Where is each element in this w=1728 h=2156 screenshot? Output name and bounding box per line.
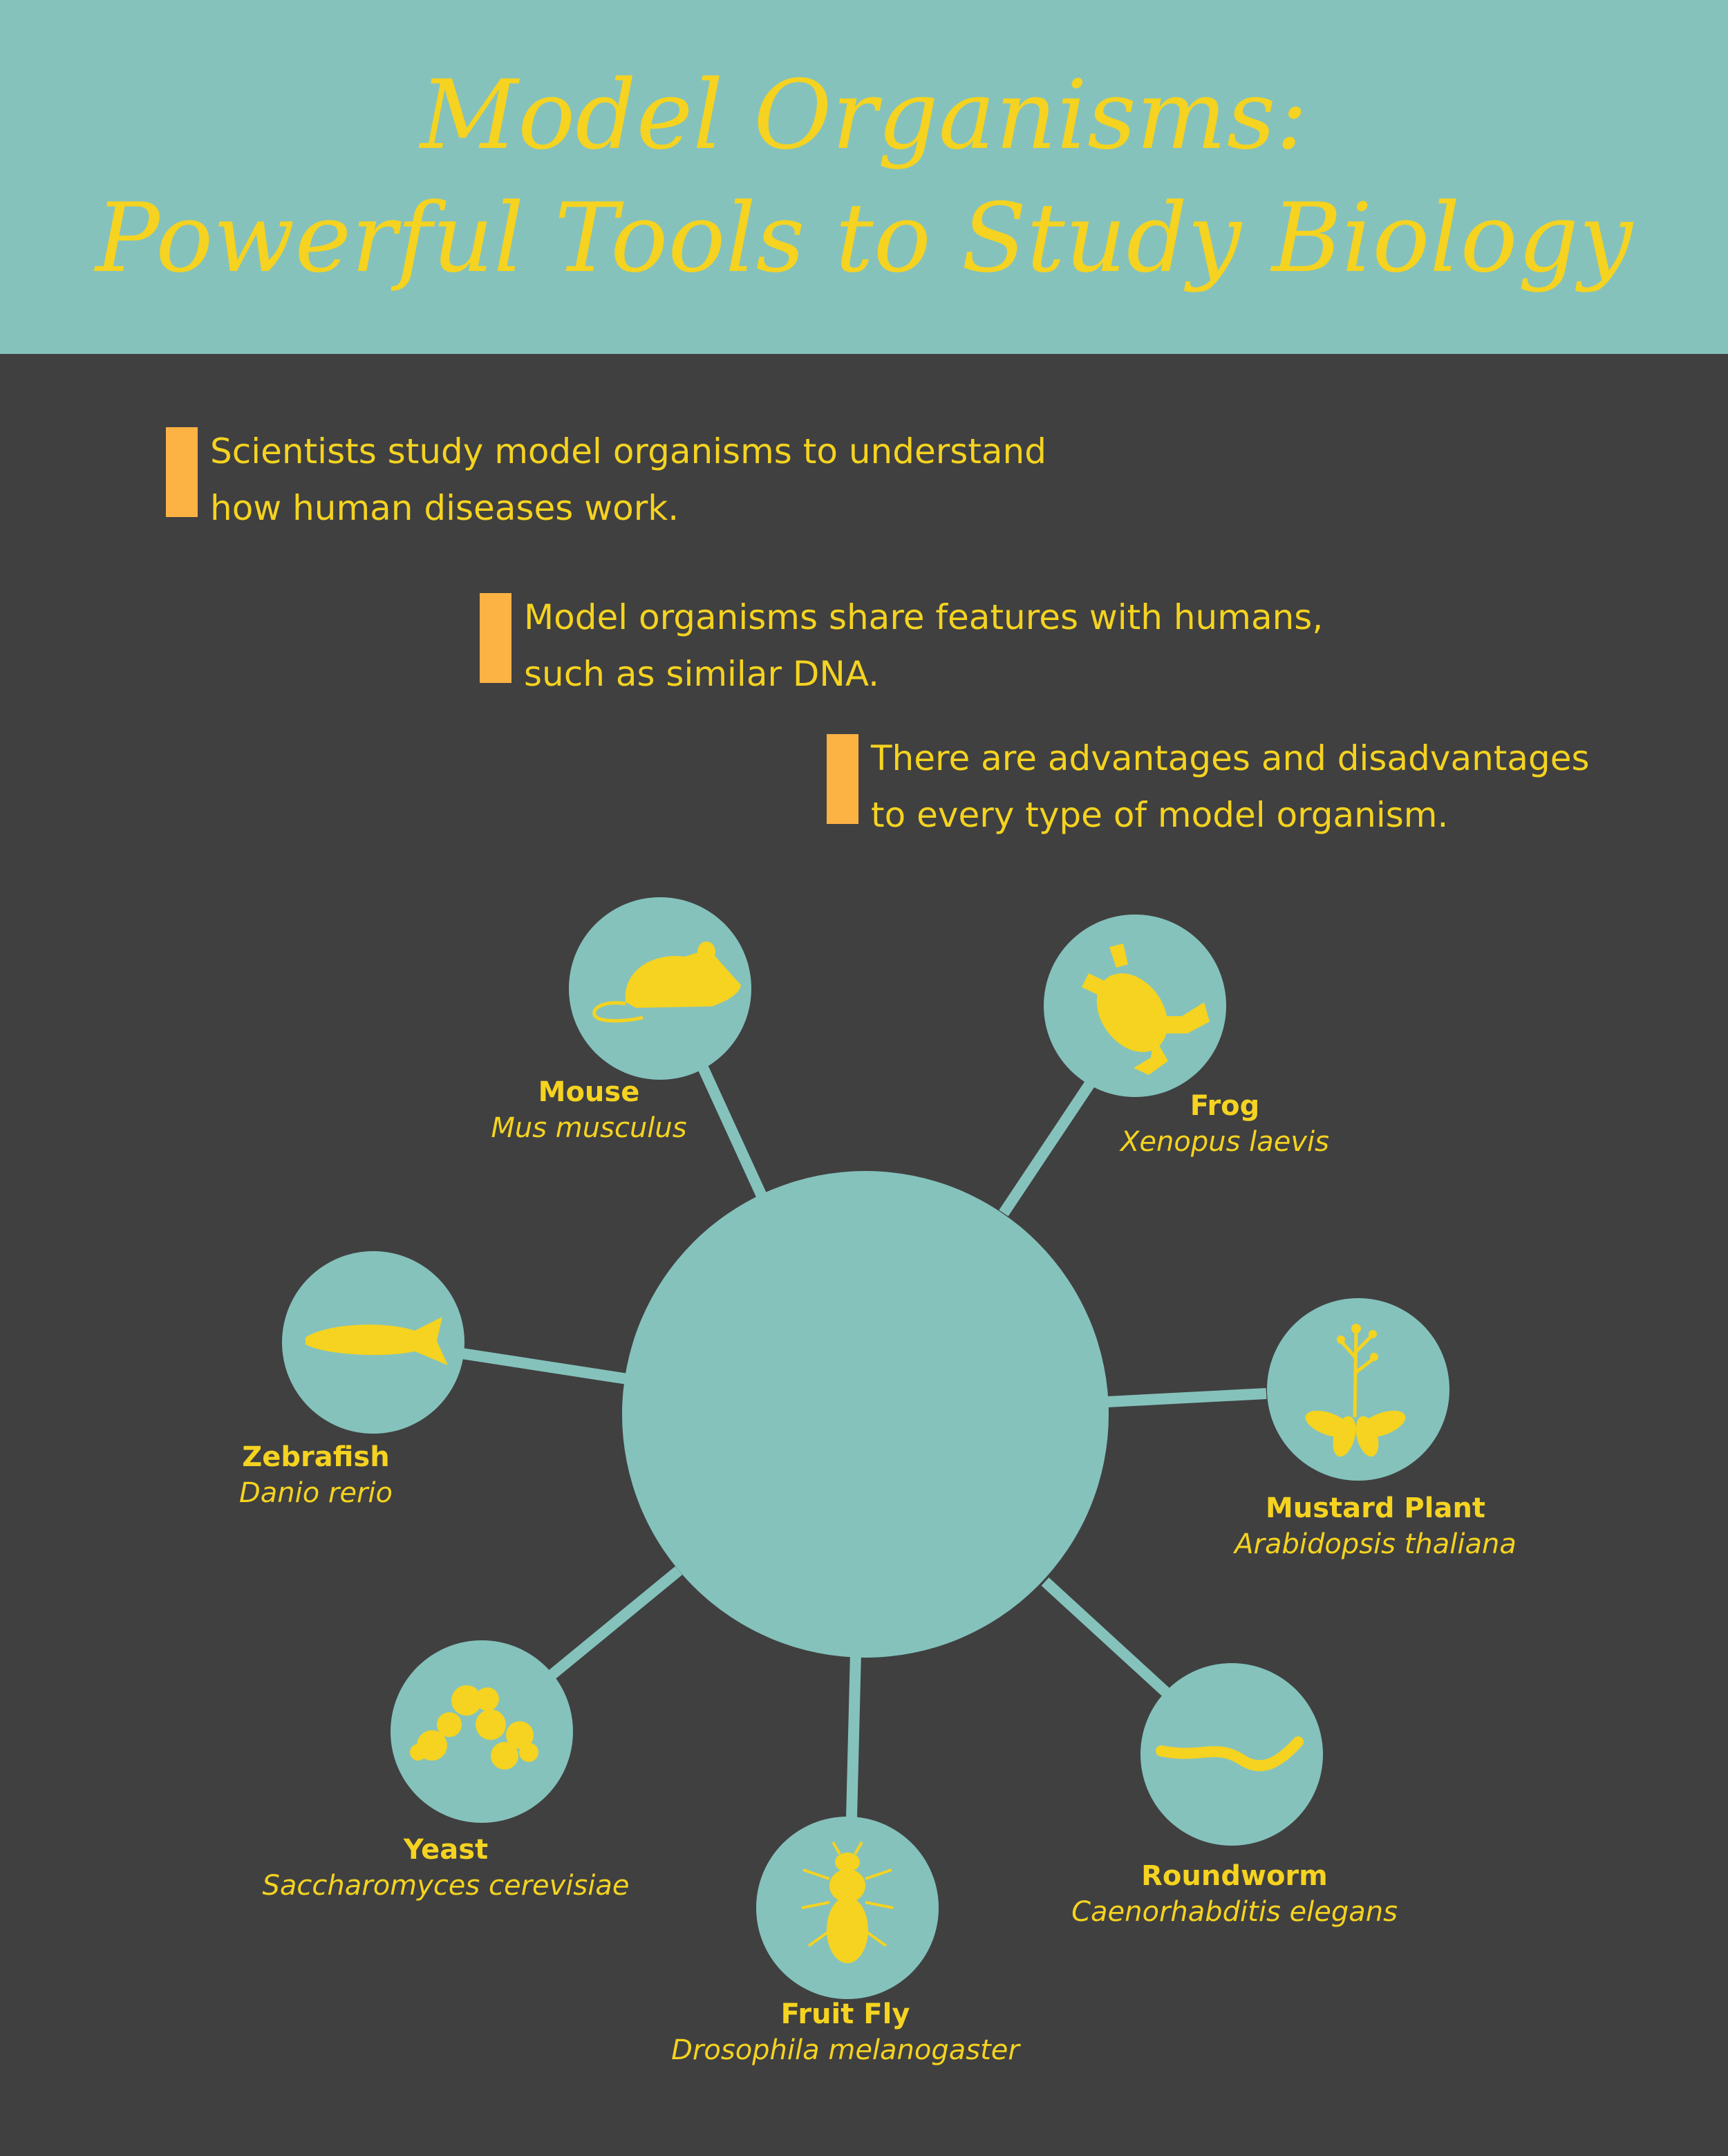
organism-common-name: Yeast — [403, 1834, 489, 1866]
connector-line-mustard-plant — [1107, 1388, 1267, 1407]
page-title-line-1: Model Organisms: — [420, 59, 1308, 171]
bullet-text: Scientists study model organisms to unde… — [210, 423, 1046, 536]
mustard-plant-icon — [1305, 1324, 1406, 1457]
organism-common-name: Roundworm — [1141, 1860, 1328, 1892]
organism-common-name: Mustard Plant — [1265, 1492, 1486, 1524]
organism-node-frog — [1044, 915, 1226, 1097]
bullet-text-line: such as similar DNA. — [524, 654, 880, 694]
central-hub-circle — [622, 1171, 1109, 1658]
page-title-line-2: Powerful Tools to Study Biology — [95, 182, 1633, 294]
yeast-icon — [410, 1685, 538, 1770]
bullet-text-line: Scientists study model organisms to unde… — [210, 431, 1046, 471]
connector-line-mouse — [696, 1062, 767, 1199]
organism-common-name: Frog — [1190, 1090, 1260, 1122]
connector-line-frog — [999, 1075, 1098, 1217]
organism-scientific-name: Saccharomyces cerevisiae — [262, 1870, 630, 1902]
connector-lines — [460, 1062, 1267, 1819]
bullet-text: There are advantages and disadvantages t… — [871, 730, 1590, 843]
organism-label-fruit-fly: Fruit Fly Drosophila melanogaster — [671, 1996, 1020, 2068]
header-banner: Model Organisms: Powerful Tools to Study… — [0, 0, 1728, 354]
roundworm-icon — [1156, 1736, 1304, 1772]
organism-node-zebrafish — [282, 1251, 464, 1434]
bullet-text: Model organisms share features with huma… — [524, 589, 1323, 702]
organism-node-mouse — [569, 897, 751, 1080]
organism-label-roundworm: Roundworm Caenorhabditis elegans — [1071, 1858, 1398, 1930]
organism-node-fruit-fly — [756, 1817, 939, 1999]
connector-line-fruit-fly — [846, 1651, 861, 1819]
organism-scientific-name: Caenorhabditis elegans — [1071, 1896, 1398, 1928]
organism-circle — [1267, 1298, 1449, 1481]
zebrafish-icon — [306, 1317, 448, 1365]
organism-scientific-name: Arabidopsis thaliana — [1234, 1528, 1516, 1560]
bullet-text-line: Model organisms share features with huma… — [524, 597, 1324, 637]
organism-common-name: Zebrafish — [242, 1441, 390, 1473]
organism-label-yeast: Yeast Saccharomyces cerevisiae — [263, 1832, 630, 1904]
bullet-bar — [166, 427, 198, 517]
organism-node-yeast — [391, 1640, 573, 1823]
mouse-icon — [592, 941, 741, 1023]
organism-label-mouse: Mouse Mus musculus — [491, 1074, 686, 1146]
bullet-text-line: to every type of model organism. — [871, 795, 1449, 835]
organism-scientific-name: Danio rerio — [238, 1477, 393, 1509]
organism-label-frog: Frog Xenopus laevis — [1120, 1088, 1329, 1160]
bullet-text-line: There are advantages and disadvantages — [871, 738, 1590, 778]
organism-scientific-name: Drosophila melanogaster — [671, 2034, 1020, 2066]
organism-common-name: Fruit Fly — [780, 1998, 910, 2030]
connector-line-yeast — [547, 1566, 683, 1680]
organism-node-mustard-plant — [1267, 1298, 1449, 1481]
frog-icon — [1082, 944, 1210, 1075]
organism-label-zebrafish: Zebrafish Danio rerio — [239, 1439, 393, 1511]
bullet-bar — [480, 593, 511, 683]
bullet-text-line: how human diseases work. — [210, 488, 679, 528]
bullet-bar — [827, 734, 858, 824]
connector-line-roundworm — [1041, 1577, 1172, 1698]
organism-label-mustard-plant: Mustard Plant Arabidopsis thaliana — [1234, 1490, 1516, 1562]
organism-scientific-name: Xenopus laevis — [1120, 1126, 1329, 1158]
organism-node-roundworm — [1140, 1663, 1323, 1846]
organism-scientific-name: Mus musculus — [491, 1112, 687, 1144]
connector-line-zebrafish — [460, 1348, 629, 1385]
fruit-fly-icon — [801, 1841, 894, 1963]
organism-common-name: Mouse — [538, 1076, 640, 1108]
